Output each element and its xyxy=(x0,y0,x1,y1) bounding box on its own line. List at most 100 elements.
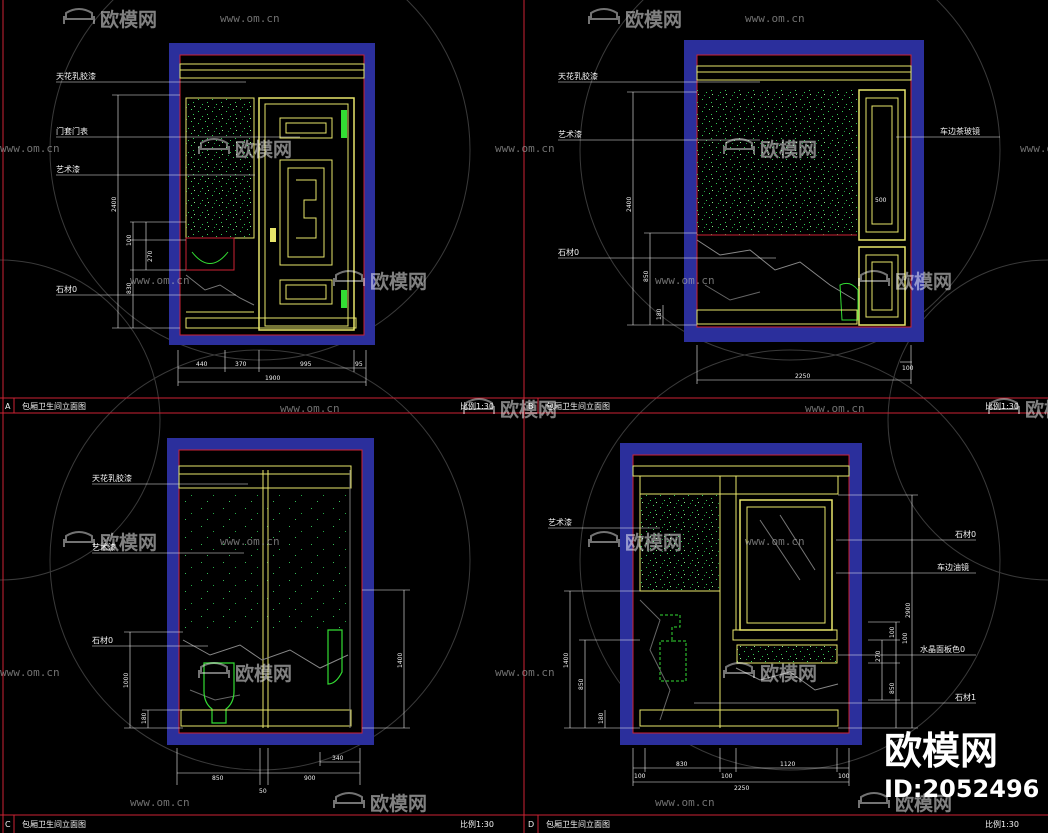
watermark-url: www.om.cn xyxy=(655,274,715,287)
label-crystal-panel: 水晶面板色0 xyxy=(920,644,965,654)
watermark-brand-text: 欧模网 xyxy=(625,8,682,31)
dim-b-100: 100 xyxy=(902,365,914,372)
ceiling-cornice xyxy=(179,63,365,79)
dim-b-850: 850 xyxy=(643,270,650,282)
dim-a-270: 270 xyxy=(147,250,154,262)
label-stone-1: 石材1 xyxy=(955,692,976,702)
watermark-brand: 欧模网 xyxy=(858,270,952,293)
label-ceiling-paint: 天花乳胶漆 xyxy=(92,473,132,483)
dim-d-100a: 100 xyxy=(889,626,896,638)
label-mirror: 车边油镜 xyxy=(937,562,969,572)
watermark-brand: 欧模网 xyxy=(463,398,557,421)
dim-d-100b: 100 xyxy=(721,773,733,780)
dim-a-440: 440 xyxy=(196,361,208,368)
watermark-brand-text: 欧模网 xyxy=(100,8,157,31)
watermark-url: www.om.cn xyxy=(495,142,555,155)
watermark-url: www.om.cn xyxy=(0,666,60,679)
brand-id: ID:2052496 xyxy=(884,775,1039,803)
dim-c-340: 340 xyxy=(332,755,344,762)
dim-d-1120: 1120 xyxy=(780,761,795,768)
label-art-paint: 艺术漆 xyxy=(548,517,572,527)
watermark-url: www.om.cn xyxy=(0,142,60,155)
watermark-brand-text: 欧模网 xyxy=(895,270,952,293)
dim-d-270: 270 xyxy=(875,650,882,662)
elevation-panel-a[interactable]: 天花乳胶漆 门套门表 艺术漆 石材0 2400 100 270 830 xyxy=(56,43,375,386)
watermark-brand: 欧模网 xyxy=(333,270,427,293)
dim-b-180: 180 xyxy=(656,308,663,320)
dim-d-total: 2250 xyxy=(734,785,749,792)
watermark-url: www.om.cn xyxy=(280,402,340,415)
label-art-paint: 艺术漆 xyxy=(92,542,116,552)
watermark-brand-text: 欧模网 xyxy=(895,792,952,815)
sofa-logo-icon xyxy=(858,270,890,286)
watermark-url: www.om.cn xyxy=(220,12,280,25)
dim-a-995: 995 xyxy=(300,361,312,368)
label-stone: 石材0 xyxy=(955,529,976,539)
sofa-logo-icon xyxy=(723,138,755,154)
dim-c-850: 850 xyxy=(212,775,224,782)
dim-d-850: 850 xyxy=(578,678,585,690)
panel-a-title: 包厢卫生间立面图 xyxy=(22,401,86,411)
dim-d-100a: 100 xyxy=(634,773,646,780)
dim-d-100c: 100 xyxy=(838,773,850,780)
dim-d-2900: 2900 xyxy=(905,603,912,618)
watermark-brand-text: 欧模网 xyxy=(235,138,292,161)
dim-c-50: 50 xyxy=(259,788,267,795)
watermark-brand-text: 欧模网 xyxy=(625,531,682,554)
panel-c-letter: C xyxy=(5,820,11,829)
dim-c-1400: 1400 xyxy=(397,653,404,668)
watermark-url: www.om.cn xyxy=(130,274,190,287)
sofa-logo-icon xyxy=(988,398,1020,414)
sofa-logo-icon xyxy=(63,531,95,547)
sofa-logo-icon xyxy=(198,138,230,154)
watermark-url: www.om.cn xyxy=(220,535,280,548)
watermark-layer: 欧模网欧模网欧模网欧模网欧模网欧模网欧模网欧模网欧模网欧模网欧模网欧模网欧模网欧… xyxy=(0,8,1048,815)
watermark-brand-text: 欧模网 xyxy=(235,662,292,685)
panel-a-letter: A xyxy=(5,402,11,411)
dim-d-180: 180 xyxy=(598,712,605,724)
dim-c-180: 180 xyxy=(141,712,148,724)
watermark-brand: 欧模网 xyxy=(63,8,157,31)
dim-b-500: 500 xyxy=(875,197,887,204)
elevation-panel-c[interactable]: 天花乳胶漆 艺术漆 石材0 1000 180 1400 850 900 340 xyxy=(92,438,410,795)
panel-b-scale: 比例1:30 xyxy=(985,401,1019,411)
sofa-logo-icon xyxy=(333,270,365,286)
panel-b-title: 包厢卫生间立面图 xyxy=(546,401,610,411)
watermark-url: www.om.cn xyxy=(745,535,805,548)
elevation-panel-d[interactable]: 艺术漆 石材0 车边油镜 水晶面板色0 石材1 1400 850 180 290… xyxy=(548,443,976,792)
brand-badge: 欧模网 ID:2052496 xyxy=(884,729,1039,803)
watermark-brand-text: 欧模网 xyxy=(370,270,427,293)
sofa-logo-icon xyxy=(198,662,230,678)
sofa-logo-icon xyxy=(723,662,755,678)
sofa-logo-icon xyxy=(588,531,620,547)
sofa-logo-icon xyxy=(333,792,365,808)
sofa-logo-icon xyxy=(588,8,620,24)
dim-d-100b: 100 xyxy=(902,632,909,644)
watermark-brand: 欧模网 xyxy=(723,138,817,161)
watermark-brand: 欧模网 xyxy=(858,792,952,815)
dim-a-830: 830 xyxy=(126,282,133,294)
panel-d-title: 包厢卫生间立面图 xyxy=(546,819,610,829)
mirror-cabinet xyxy=(858,89,906,241)
watermark-url: www.om.cn xyxy=(655,796,715,809)
watermark-brand: 欧模网 xyxy=(588,8,682,31)
watermark-brand: 欧模网 xyxy=(723,662,817,685)
dim-d-850b: 850 xyxy=(889,682,896,694)
dim-d-1400: 1400 xyxy=(563,653,570,668)
dim-a-370: 370 xyxy=(235,361,247,368)
panel-c-title: 包厢卫生间立面图 xyxy=(22,819,86,829)
panel-a-scale: 比例1:30 xyxy=(460,401,494,411)
panel-b-letter: B xyxy=(528,402,534,411)
elevation-panel-b[interactable]: 天花乳胶漆 艺术漆 石材0 车边茶玻镜 2400 850 180 500 100… xyxy=(558,40,1000,384)
watermark-url: www.om.cn xyxy=(805,402,865,415)
label-art-paint: 艺术漆 xyxy=(558,129,582,139)
label-ceiling-paint: 天花乳胶漆 xyxy=(56,71,96,81)
watermark-brand-text: 欧模网 xyxy=(760,662,817,685)
vanity-counter xyxy=(736,644,838,664)
label-art-paint: 艺术漆 xyxy=(56,164,80,174)
label-stone: 石材0 xyxy=(92,635,113,645)
label-stone: 石材0 xyxy=(558,247,579,257)
watermark-url: www.om.cn xyxy=(1020,142,1048,155)
brand-name: 欧模网 xyxy=(884,729,998,773)
